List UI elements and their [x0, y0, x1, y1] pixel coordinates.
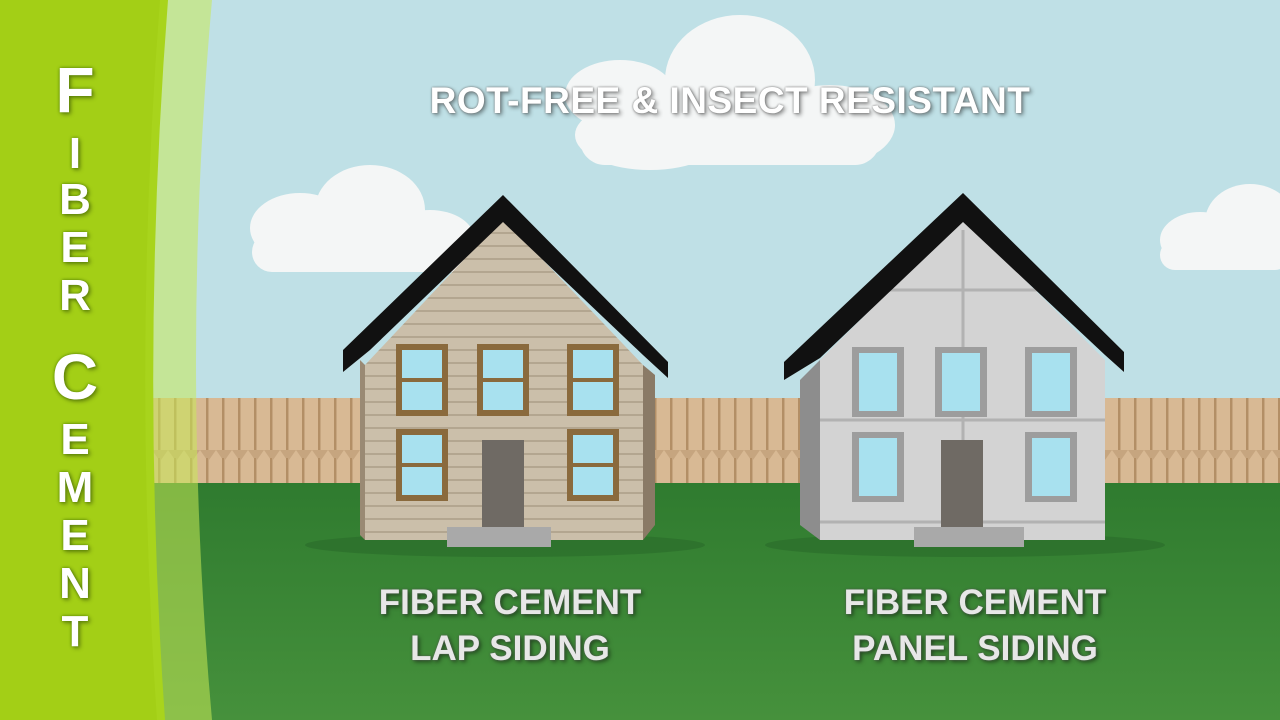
headline: ROT-FREE & INSECT RESISTANT	[429, 80, 1031, 121]
title-letter: E	[60, 223, 90, 272]
title-letter: C	[51, 341, 99, 413]
caption-line: FIBER CEMENT	[843, 583, 1107, 622]
title-letter: I	[68, 129, 82, 178]
panel-step	[914, 527, 1024, 547]
vertical-title: F I B E R C E M E N T	[0, 0, 150, 720]
caption-line: PANEL SIDING	[852, 629, 1098, 668]
house-panel-siding	[784, 193, 1124, 547]
title-letter: R	[59, 271, 91, 320]
title-letter: M	[56, 463, 94, 512]
fence	[150, 398, 1280, 490]
caption-line: LAP SIDING	[410, 629, 610, 668]
lap-door	[482, 440, 524, 528]
cloud-right	[1160, 184, 1280, 270]
caption-line: FIBER CEMENT	[378, 583, 642, 622]
panel-door	[941, 440, 983, 528]
title-letter: N	[59, 559, 91, 608]
cloud-left	[250, 165, 475, 272]
title-letter: E	[60, 511, 90, 560]
title-letter: F	[55, 54, 95, 126]
cloud-top	[565, 15, 895, 170]
panel-roof	[784, 193, 1124, 380]
caption-lap-siding: FIBER CEMENT LAP SIDING	[330, 580, 690, 672]
title-letter: E	[60, 415, 90, 464]
title-letter: T	[61, 607, 89, 656]
caption-panel-siding: FIBER CEMENT PANEL SIDING	[795, 580, 1155, 672]
lap-step	[447, 527, 551, 547]
green-sidebar	[0, 0, 212, 720]
house-lap-siding	[343, 195, 668, 547]
title-letter: B	[59, 175, 91, 224]
